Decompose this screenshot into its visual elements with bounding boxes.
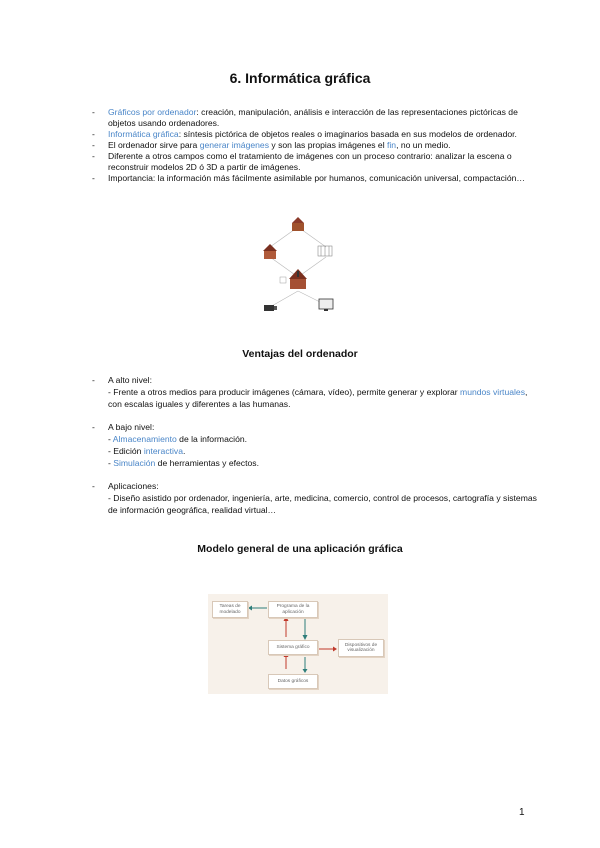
datos-box: Datos gráficos xyxy=(268,674,318,689)
alto-nivel-line: - Frente a otros medios para producir im… xyxy=(108,386,542,410)
aplicaciones-lines: - Diseño asistido por ordenador, ingenie… xyxy=(92,492,542,516)
bullet-dash: - xyxy=(92,107,95,117)
alto-nivel-text: - Frente a otros medios para producir im… xyxy=(108,387,461,397)
intro-bullet-item: - Importancia: la información más fácilme… xyxy=(92,173,532,184)
bajo-nivel-highlight: Simulación xyxy=(113,458,156,468)
ventajas-heading: Ventajas del ordenador xyxy=(242,348,358,360)
bajo-nivel-text: de la información. xyxy=(176,434,248,444)
modelo-diagram: Tareas de modelado Programa de la aplica… xyxy=(208,594,388,694)
bajo-nivel-label: A bajo nivel: xyxy=(108,422,155,432)
bullet-highlight: Informática gráfica xyxy=(108,129,179,139)
bullet-dash: - xyxy=(92,422,95,432)
bullet-text: El ordenador sirve para generar imágenes… xyxy=(108,140,532,151)
alto-nivel-lines: - Frente a otros medios para producir im… xyxy=(92,386,542,410)
bajo-nivel-text: - xyxy=(108,458,114,468)
bajo-nivel-line: - Almacenamiento de la información. xyxy=(108,433,542,445)
page-title: 6. Informática gráfica xyxy=(229,70,371,86)
aplicaciones-line: - Diseño asistido por ordenador, ingenie… xyxy=(108,492,542,516)
bullet-text: Importancia: la información más fácilmen… xyxy=(108,173,525,183)
bullet-dash: - xyxy=(92,375,95,385)
monitor-icon xyxy=(318,298,334,311)
bajo-nivel-text: de herramientas y efectos. xyxy=(155,458,259,468)
modelo-heading: Modelo general de una aplicación gráfica xyxy=(197,543,403,555)
tareas-box: Tareas de modelado xyxy=(212,601,248,618)
camera-icon xyxy=(264,305,277,311)
bullet-text: Diferente a otros campos como el tratami… xyxy=(108,151,532,173)
bullet-text: y son las propias imágenes el xyxy=(269,140,387,150)
bajo-nivel-highlight: Almacenamiento xyxy=(112,434,177,444)
alto-nivel-text: , con escalas iguales y diferentes a las… xyxy=(108,387,528,409)
graphics-illustration xyxy=(254,213,342,321)
aplicaciones-label: Aplicaciones: xyxy=(108,481,159,491)
house-model-center xyxy=(289,269,307,289)
ventajas-alto-nivel: - A alto nivel: - Frente a otros medios … xyxy=(92,374,542,410)
bullet-text: : creación, manipulación, análisis e int… xyxy=(108,107,518,128)
bullet-text: Importancia: la información más fácilmen… xyxy=(108,173,532,184)
bullet-dash: - xyxy=(92,173,95,183)
house-model-left xyxy=(263,244,277,259)
intro-bullet-item: - Informática gráfica: síntesis pictórica… xyxy=(92,129,532,140)
programa-box: Programa de la aplicación xyxy=(268,601,318,618)
modelo-diagram-arrows xyxy=(248,605,337,673)
alto-nivel-highlight: mundos virtuales xyxy=(460,387,525,397)
wireframe-small-left xyxy=(279,276,287,284)
bajo-nivel-text: . xyxy=(183,446,186,456)
intro-bullet-item: - El ordenador sirve para generar imágene… xyxy=(92,140,532,151)
bajo-nivel-text: - Edición xyxy=(108,446,144,456)
bullet-text: El ordenador sirve para xyxy=(108,140,200,150)
bullet-dash: - xyxy=(92,140,95,150)
alto-nivel-label: A alto nivel: xyxy=(108,375,152,385)
bullet-highlight: Gráficos por ordenador xyxy=(108,107,197,117)
bullet-text: Diferente a otros campos como el tratami… xyxy=(108,151,512,172)
aplicaciones-text: - Diseño asistido por ordenador, ingenie… xyxy=(108,493,537,515)
intro-bullet-item: - Gráficos por ordenador: creación, manip… xyxy=(92,107,532,129)
ventajas-aplicaciones: - Aplicaciones: - Diseño asistido por or… xyxy=(92,480,542,516)
sistema-box: Sistema gráfico xyxy=(268,640,318,655)
bajo-nivel-text: - xyxy=(108,434,113,444)
dispositivos-box: Dispositivos de visualización xyxy=(338,639,384,657)
bajo-nivel-lines: - Almacenamiento de la información.- Edi… xyxy=(92,433,542,469)
wireframe-right xyxy=(317,245,333,257)
house-model-top xyxy=(292,217,304,231)
bullet-highlight: generar imágenes xyxy=(199,140,269,150)
bullet-dash: - xyxy=(92,151,95,161)
bullet-dash: - xyxy=(92,481,95,491)
bajo-nivel-line: - Simulación de herramientas y efectos. xyxy=(108,457,542,469)
bullet-highlight: fin xyxy=(387,140,397,150)
bajo-nivel-line: - Edición interactiva. xyxy=(108,445,542,457)
intro-bullet-item: - Diferente a otros campos como el tratam… xyxy=(92,151,532,173)
bajo-nivel-highlight: interactiva xyxy=(143,446,183,456)
bullet-text: Gráficos por ordenador: creación, manipu… xyxy=(108,107,532,129)
ventajas-bajo-nivel: - A bajo nivel: - Almacenamiento de la i… xyxy=(92,421,542,469)
bullet-text: , no un medio. xyxy=(396,140,451,150)
bullet-dash: - xyxy=(92,129,95,139)
page-number: 1 xyxy=(519,807,525,818)
bullet-text: : síntesis pictórica de objetos reales o… xyxy=(178,129,517,139)
intro-bullet-list: - Gráficos por ordenador: creación, manip… xyxy=(92,107,532,184)
bullet-text: Informática gráfica: síntesis pictórica … xyxy=(108,129,532,140)
